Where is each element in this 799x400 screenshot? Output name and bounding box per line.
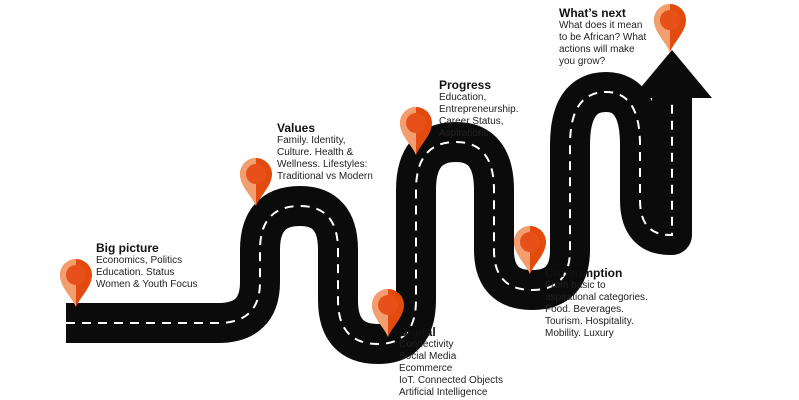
milestone-line: you grow? [559, 56, 606, 67]
milestone-line: Food. Beverages. [545, 304, 624, 315]
milestone-whats-next: What’s next What does it mean to be Afri… [559, 6, 646, 68]
milestone-line: Economics, Politics [96, 255, 183, 266]
milestone-line: What does it mean [559, 20, 643, 31]
milestone-line: aspirational categories. [545, 292, 648, 303]
milestone-line: Aspirations [439, 128, 489, 139]
milestone-line: Connectivity [399, 339, 454, 350]
road-lane-markings [66, 90, 673, 346]
milestone-title: Values [277, 121, 316, 135]
milestone-line: Women & Youth Focus [96, 279, 198, 290]
milestone-line: Artificial Intelligence [399, 387, 488, 398]
map-pin-icon [60, 259, 92, 307]
arrow-up-icon [632, 50, 712, 98]
map-pin-icon [514, 226, 546, 274]
milestone-line: to be African? What [559, 32, 647, 43]
milestone-line: actions will make [559, 44, 635, 55]
milestone-line: Social Media [399, 351, 457, 362]
milestone-progress: Progress Education, Entrepreneurship. Ca… [439, 78, 519, 140]
milestone-line: Ecommerce [399, 363, 453, 374]
milestone-digital: Digital Connectivity Social Media Ecomme… [399, 325, 503, 399]
milestone-line: Tourism. Hospitality. [545, 316, 634, 327]
milestone-line: IoT. Connected Objects [399, 375, 503, 386]
milestone-line: Mobility. Luxury [545, 328, 614, 339]
milestone-line: Wellness. Lifestyles: [277, 159, 368, 170]
milestone-title: What’s next [559, 6, 626, 20]
milestone-title: Progress [439, 78, 492, 92]
milestone-line: Career Status, [439, 116, 504, 127]
milestone-consumption: Consumption From basic to aspirational c… [545, 266, 648, 340]
milestone-line: Education, [439, 92, 487, 103]
milestone-line: Family. Identity, [277, 135, 346, 146]
map-pin-icon [654, 4, 686, 52]
milestone-line: Traditional vs Modern [277, 171, 373, 182]
milestone-title: Consumption [545, 266, 623, 280]
milestone-title: Big picture [96, 241, 159, 255]
milestone-line: Entrepreneurship. [439, 104, 519, 115]
milestone-values: Values Family. Identity, Culture. Health… [277, 121, 373, 183]
milestone-line: From basic to [545, 280, 606, 291]
milestone-line: Culture. Health & [277, 147, 354, 158]
milestone-title: Digital [399, 325, 436, 339]
milestone-big-picture: Big picture Economics, Politics Educatio… [96, 241, 198, 291]
milestone-line: Education. Status [96, 267, 175, 278]
